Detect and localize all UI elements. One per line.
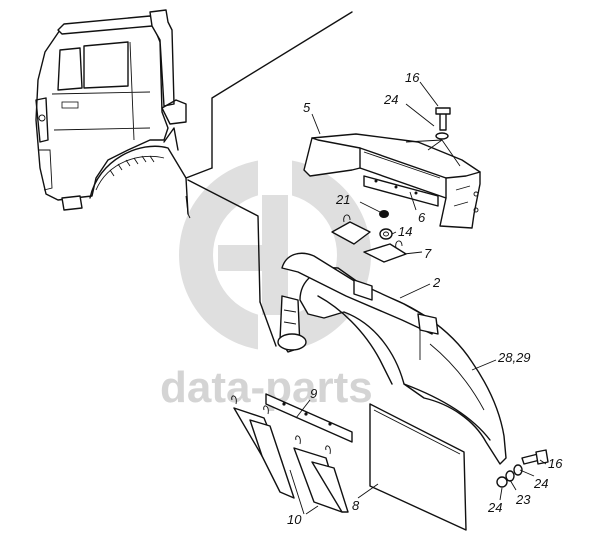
truck-cab-illustration [35, 9, 189, 215]
mounting-strip-part-9 [265, 393, 353, 443]
mudflap-part-10 [231, 395, 349, 513]
washer-part-24-upper [435, 132, 449, 140]
callout-16-lower: 16 [548, 456, 563, 471]
nut-part-24-lower [496, 476, 508, 488]
washer-part-24-lower [513, 464, 523, 476]
callout-16-upper: 16 [405, 70, 420, 85]
callout-9: 9 [310, 386, 317, 401]
nut-part-21 [379, 210, 389, 218]
bolt-part-16-lower [521, 449, 549, 465]
callout-labels: 16 24 5 21 6 14 7 2 28,29 9 16 24 23 24 … [287, 70, 563, 527]
callout-21: 21 [335, 192, 350, 207]
callout-5: 5 [303, 100, 311, 115]
fender-bracket-part-2 [277, 252, 439, 353]
watermark-logo [179, 140, 371, 370]
callout-7: 7 [424, 246, 432, 261]
frame-guide-lines [185, 11, 353, 347]
bolt-part-16-upper [435, 107, 451, 131]
support-strip-part-6 [363, 175, 439, 207]
callout-28-29: 28,29 [497, 350, 531, 365]
callout-6: 6 [418, 210, 426, 225]
callout-24-lower-left: 24 [487, 500, 502, 515]
callout-24-lower-right: 24 [533, 476, 548, 491]
clip-part-7 [331, 214, 407, 263]
mudflap-plate-part-8 [369, 403, 467, 531]
fastener-leader-lines [405, 139, 461, 167]
callout-24-upper: 24 [383, 92, 398, 107]
callout-2: 2 [432, 275, 441, 290]
callout-8: 8 [352, 498, 360, 513]
callout-10: 10 [287, 512, 302, 527]
callout-14: 14 [398, 224, 412, 239]
leader-lines [289, 81, 547, 515]
washer-part-23 [505, 470, 515, 482]
callout-23: 23 [515, 492, 531, 507]
upper-bracket-part-5 [303, 133, 481, 229]
washer-part-14 [379, 228, 393, 240]
